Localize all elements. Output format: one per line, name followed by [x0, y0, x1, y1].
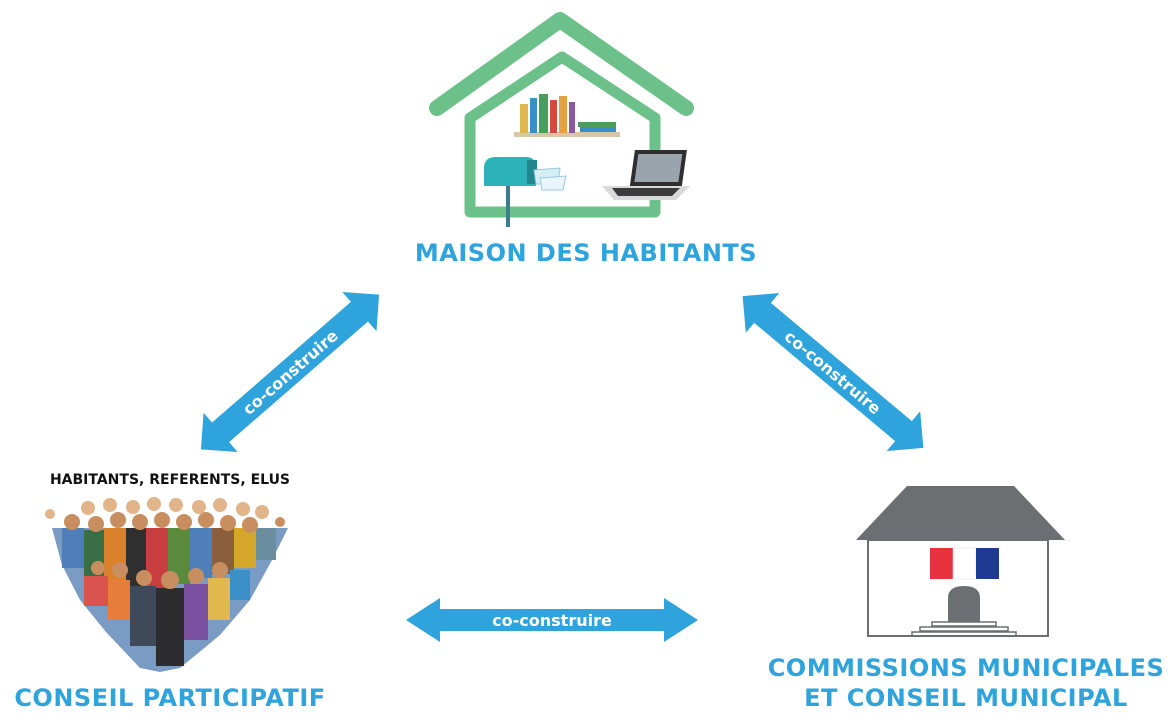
laptop-icon: [602, 150, 690, 200]
arrow-left-label: co-construire: [239, 326, 342, 419]
commissions-label: COMMISSIONS MUNICIPALES ET CONSEIL MUNIC…: [760, 653, 1172, 713]
mailbox-icon: [484, 157, 567, 227]
conseil-sublabel: HABITANTS, REFERENTS, ELUS: [49, 472, 291, 488]
town-hall-icon: [856, 486, 1065, 637]
arrow-right-label: co-construire: [781, 327, 885, 419]
arrow-left-coconstruire: co-construire: [200, 292, 380, 452]
bookshelf-icon: [514, 94, 620, 137]
conseil-label: CONSEIL PARTICIPATIF: [14, 684, 326, 712]
crowd-people-icon: [45, 497, 288, 672]
arrow-bottom-label: co-construire: [492, 611, 612, 630]
commissions-label-line1: COMMISSIONS MUNICIPALES: [767, 654, 1165, 682]
maison-label: MAISON DES HABITANTS: [414, 239, 758, 267]
french-flag-icon: [930, 547, 999, 580]
arrow-bottom-coconstruire: co-construire: [406, 598, 698, 642]
arrow-right-coconstruire: co-construire: [742, 292, 924, 452]
maison-house-icon: [429, 12, 694, 227]
commissions-label-line2: ET CONSEIL MUNICIPAL: [804, 684, 1128, 712]
